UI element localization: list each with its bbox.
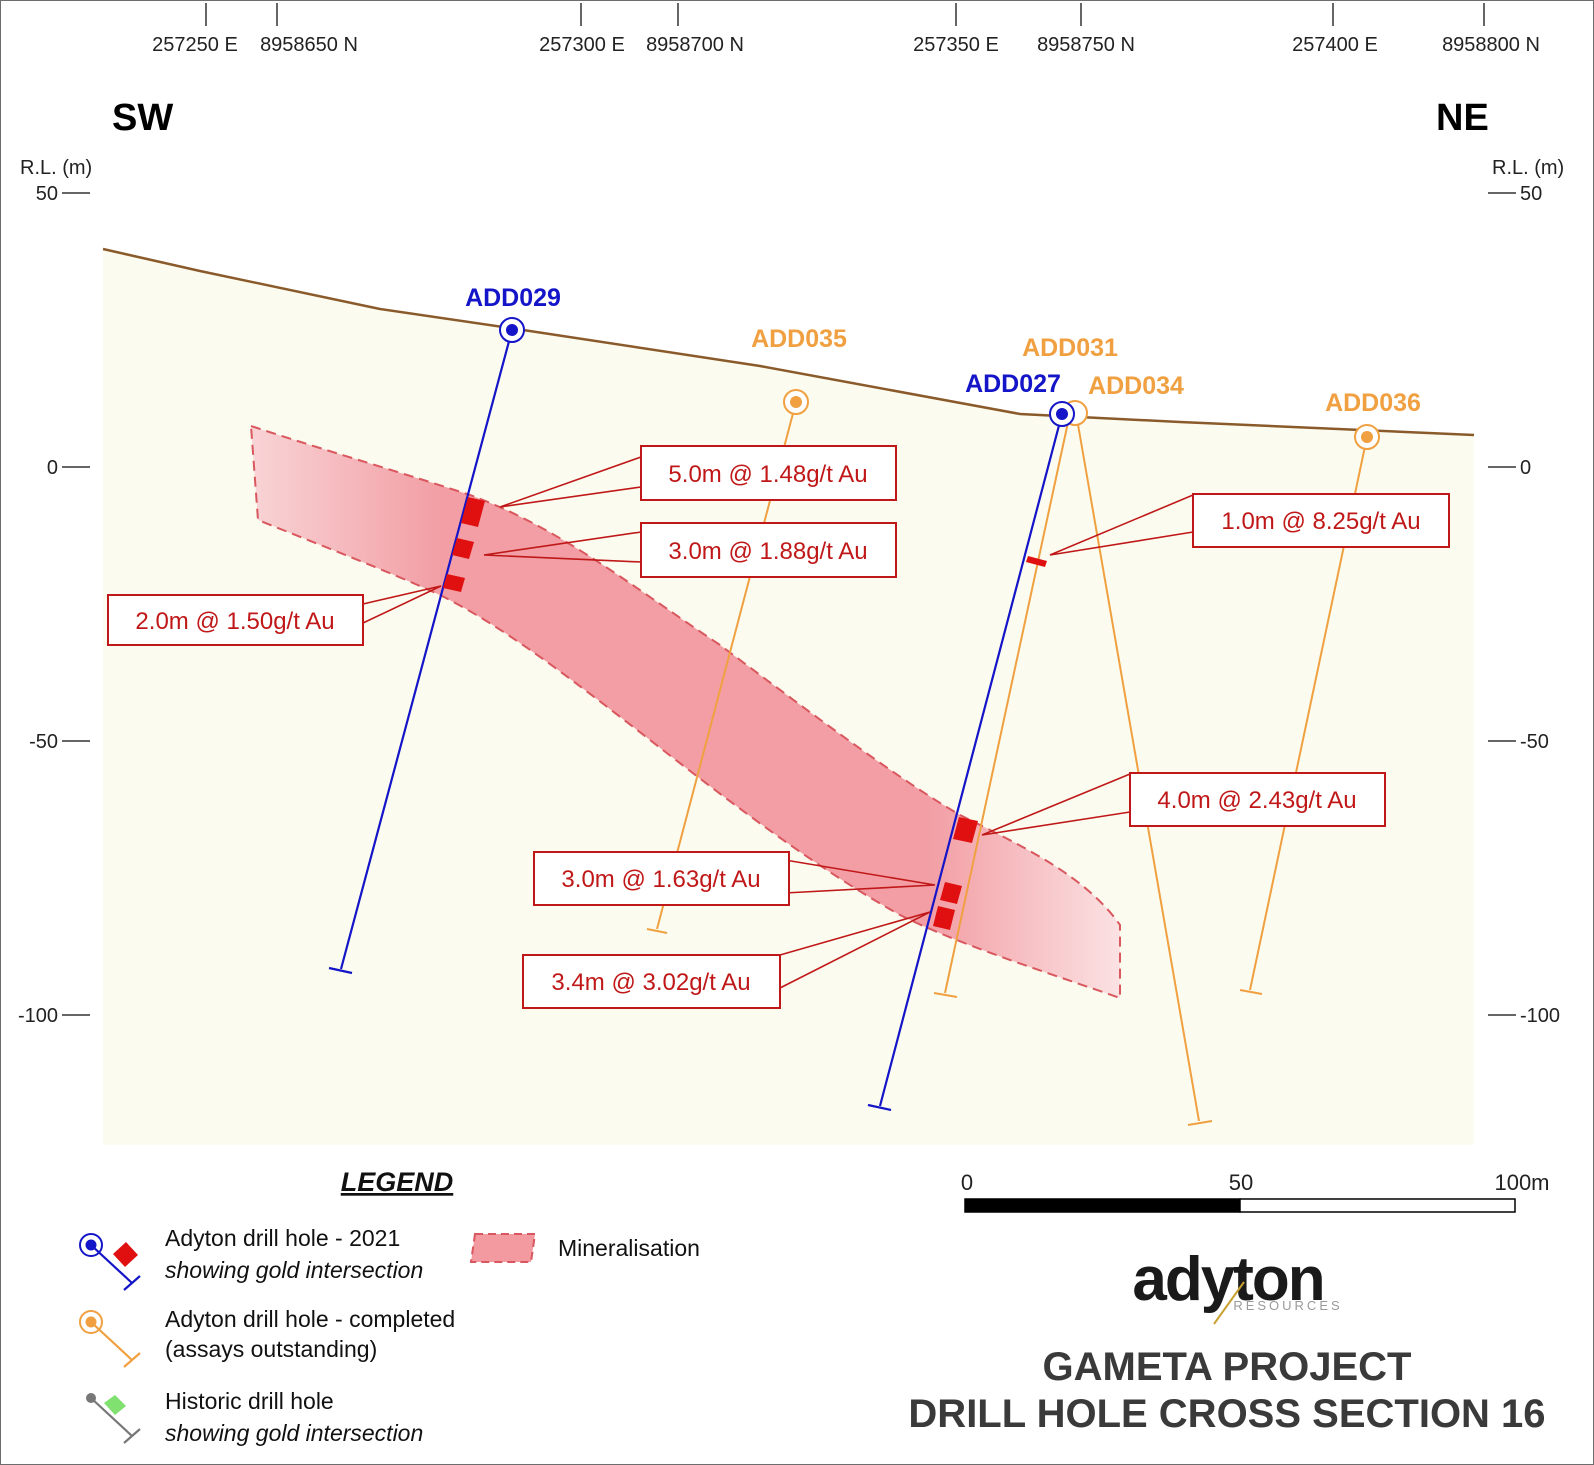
northing-label-8958650: 8958650 N — [260, 34, 358, 56]
intersection-marker-add029-1 — [461, 497, 485, 527]
title-line-1: GAMETA PROJECT — [1043, 1345, 1412, 1389]
intersection-label-2: 3.0m @ 1.88g/t Au — [668, 538, 867, 565]
scale-label-0: 0 — [961, 1170, 973, 1195]
intersection-box-6 — [533, 851, 790, 906]
intersection-box-3 — [107, 594, 364, 646]
compass-ne: NE — [1436, 97, 1489, 139]
hole-label-add031: ADD031 — [1022, 334, 1118, 362]
collar-add035[interactable] — [783, 389, 809, 415]
rl-ticks — [62, 192, 1516, 1016]
legend-adyton-2021-label: Adyton drill hole - 2021 — [165, 1225, 400, 1251]
intersection-label-1: 5.0m @ 1.48g/t Au — [668, 461, 867, 488]
rl-tick-minus50-right: -50 — [1520, 731, 1549, 753]
legend-historic-label: Historic drill hole — [165, 1388, 334, 1414]
intersection-box-1 — [640, 445, 897, 501]
collar-add036[interactable] — [1354, 424, 1380, 450]
legend-adyton-completed-label: Adyton drill hole - completed — [165, 1306, 455, 1332]
northing-label-8958700: 8958700 N — [646, 34, 744, 56]
legend-historic-sublabel: showing gold intersection — [165, 1420, 423, 1446]
intersection-label-3: 2.0m @ 1.50g/t Au — [135, 608, 334, 635]
easting-label-257350: 257350 E — [913, 34, 999, 56]
rl-tick-0-right: 0 — [1520, 457, 1531, 479]
northing-label-8958750: 8958750 N — [1037, 34, 1135, 56]
rl-axis-label-left: R.L. (m) — [20, 157, 92, 179]
intersection-marker-add027-4 — [933, 906, 955, 930]
intersection-box-7 — [522, 954, 781, 1009]
rl-tick-minus100-right: -100 — [1520, 1005, 1560, 1027]
compass-sw: SW — [112, 97, 173, 139]
intersection-label-4: 1.0m @ 8.25g/t Au — [1221, 508, 1420, 535]
top-grid-ticks — [205, 3, 1485, 26]
legend-mineralisation-label: Mineralisation — [558, 1235, 700, 1261]
legend-title: LEGEND — [341, 1167, 454, 1197]
drill-trace-add027 — [867, 413, 1064, 1112]
hole-label-add035: ADD035 — [751, 325, 847, 353]
legend-adyton-completed-sublabel: (assays outstanding) — [165, 1336, 377, 1362]
easting-label-257400: 257400 E — [1292, 34, 1378, 56]
title-line-2: DRILL HOLE CROSS SECTION 16 — [908, 1392, 1545, 1436]
intersection-box-4 — [1192, 493, 1450, 548]
legend-icon-adyton-completed — [79, 1310, 141, 1368]
hole-label-add027: ADD027 — [965, 370, 1061, 398]
scale-bar — [964, 1198, 1516, 1213]
intersection-marker-add027-3 — [940, 882, 962, 904]
legend-icon-historic — [86, 1393, 141, 1444]
legend-adyton-2021-sublabel: showing gold intersection — [165, 1257, 423, 1283]
rl-tick-50-left: 50 — [36, 183, 58, 205]
legend-icon-mineralisation — [469, 1233, 537, 1263]
intersection-marker-add029-3 — [443, 574, 465, 592]
intersection-box-5 — [1129, 772, 1386, 827]
easting-label-257250: 257250 E — [152, 34, 238, 56]
drill-trace-add029 — [328, 329, 514, 975]
collar-add029[interactable] — [499, 317, 525, 343]
intersection-box-2 — [640, 522, 897, 578]
rl-tick-minus100-left: -100 — [18, 1005, 58, 1027]
rl-tick-0-left: 0 — [47, 457, 58, 479]
rl-tick-50-right: 50 — [1520, 183, 1542, 205]
drill-trace-add034 — [1075, 412, 1213, 1126]
hole-label-add029: ADD029 — [465, 284, 561, 312]
scale-label-100m: 100m — [1494, 1170, 1549, 1195]
hole-label-add034: ADD034 — [1088, 372, 1184, 400]
easting-label-257300: 257300 E — [539, 34, 625, 56]
intersection-label-5: 4.0m @ 2.43g/t Au — [1157, 787, 1356, 814]
collar-add027[interactable] — [1049, 401, 1075, 427]
rl-tick-minus50-left: -50 — [29, 731, 58, 753]
intersection-marker-add027-2 — [953, 817, 978, 843]
hole-label-add036: ADD036 — [1325, 389, 1421, 417]
intersection-label-7: 3.4m @ 3.02g/t Au — [551, 969, 750, 996]
drill-trace-add031 — [933, 412, 1071, 998]
rl-axis-label-right: R.L. (m) — [1492, 157, 1564, 179]
intersection-label-6: 3.0m @ 1.63g/t Au — [561, 866, 760, 893]
legend-icon-adyton-2021 — [79, 1233, 141, 1291]
intersection-marker-add027-1 — [1026, 556, 1047, 567]
topographic-surface-line — [102, 247, 1475, 437]
logo-subtext: RESOURCES — [1233, 1298, 1342, 1313]
northing-label-8958800: 8958800 N — [1442, 34, 1540, 56]
adyton-logo: adyton RESOURCES — [1132, 1245, 1342, 1325]
label-leader-lines — [362, 456, 1194, 989]
intersection-marker-add029-2 — [452, 538, 474, 559]
mineralisation-zone — [249, 424, 1121, 1000]
scale-label-50: 50 — [1229, 1170, 1253, 1195]
